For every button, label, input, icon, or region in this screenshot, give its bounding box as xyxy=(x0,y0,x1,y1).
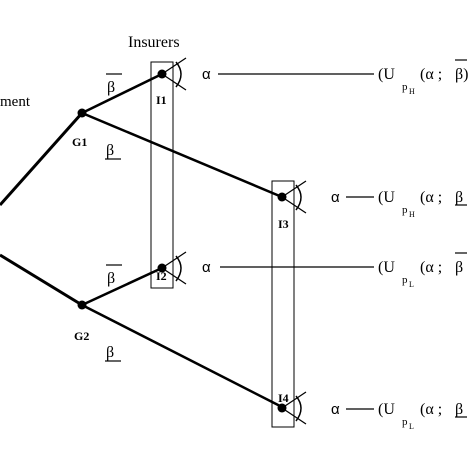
choice-arc-i4 xyxy=(281,391,307,425)
info-set-i3-i4 xyxy=(271,180,295,428)
svg-text:β: β xyxy=(455,189,463,206)
branch-label-g2-upper: β xyxy=(106,264,122,287)
insurers-label: Insurers xyxy=(128,34,180,51)
svg-text:(U: (U xyxy=(378,259,395,276)
svg-text:H: H xyxy=(409,87,415,96)
svg-text:(α ;: (α ; xyxy=(420,189,442,206)
payoff-4: (U p L (α ; β xyxy=(378,401,467,431)
edge-g1-i3 xyxy=(81,111,283,199)
alpha-label-2: α xyxy=(331,189,340,206)
node-label-i2: I2 xyxy=(156,269,167,283)
node-label-i1: I1 xyxy=(156,93,167,107)
edge-g2-i4 xyxy=(81,303,283,409)
node-g1 xyxy=(77,108,87,118)
svg-text:β: β xyxy=(106,344,114,361)
svg-text:p: p xyxy=(402,416,408,428)
payoff-1: (U p H (α ; β) xyxy=(378,59,468,96)
svg-text:β: β xyxy=(455,401,463,418)
node-label-i4: I4 xyxy=(278,391,289,405)
edge-g1-i1 xyxy=(81,72,163,115)
edge-g2-i2 xyxy=(81,266,163,307)
payoff-2: (U p H (α ; β xyxy=(378,189,467,219)
alpha-label-1: α xyxy=(202,66,211,83)
svg-text:(U: (U xyxy=(378,401,395,418)
alpha-label-3: α xyxy=(202,259,211,276)
edge-nature-g1 xyxy=(0,112,84,206)
svg-text:β: β xyxy=(455,259,463,276)
node-i1 xyxy=(157,69,167,79)
payoff-3: (U p L (α ; β xyxy=(378,252,467,289)
branch-label-g2-lower: β xyxy=(105,344,121,362)
svg-text:p: p xyxy=(402,81,408,93)
svg-text:L: L xyxy=(409,280,414,289)
svg-text:(α ;: (α ; xyxy=(420,401,442,418)
branch-label-g1-upper: β xyxy=(106,73,122,96)
svg-text:p: p xyxy=(402,274,408,286)
node-i2 xyxy=(157,263,167,273)
svg-text:(U: (U xyxy=(378,189,395,206)
choice-arc-i3 xyxy=(281,180,307,214)
node-label-g2: G2 xyxy=(74,329,89,343)
svg-text:p: p xyxy=(402,204,408,216)
choice-arc-i1 xyxy=(161,57,187,91)
branch-label-g1-lower: β xyxy=(105,142,121,160)
edge-nature-g2 xyxy=(0,253,83,307)
svg-text:β): β) xyxy=(455,66,468,83)
svg-text:H: H xyxy=(409,210,415,219)
svg-text:(α ;: (α ; xyxy=(420,66,442,83)
svg-text:β: β xyxy=(106,142,114,159)
choice-arc-i2 xyxy=(161,251,187,285)
svg-text:L: L xyxy=(409,422,414,431)
node-label-g1: G1 xyxy=(72,135,87,149)
node-i3 xyxy=(277,192,287,202)
node-g2 xyxy=(77,300,87,310)
nature-label: ment xyxy=(0,94,31,110)
svg-text:β: β xyxy=(107,270,115,287)
node-label-i3: I3 xyxy=(278,217,289,231)
info-set-i1-i2 xyxy=(150,61,174,289)
svg-text:(U: (U xyxy=(378,66,395,83)
node-i4 xyxy=(277,403,287,413)
svg-text:(α ;: (α ; xyxy=(420,259,442,276)
svg-text:β: β xyxy=(107,79,115,96)
alpha-label-4: α xyxy=(331,401,340,418)
